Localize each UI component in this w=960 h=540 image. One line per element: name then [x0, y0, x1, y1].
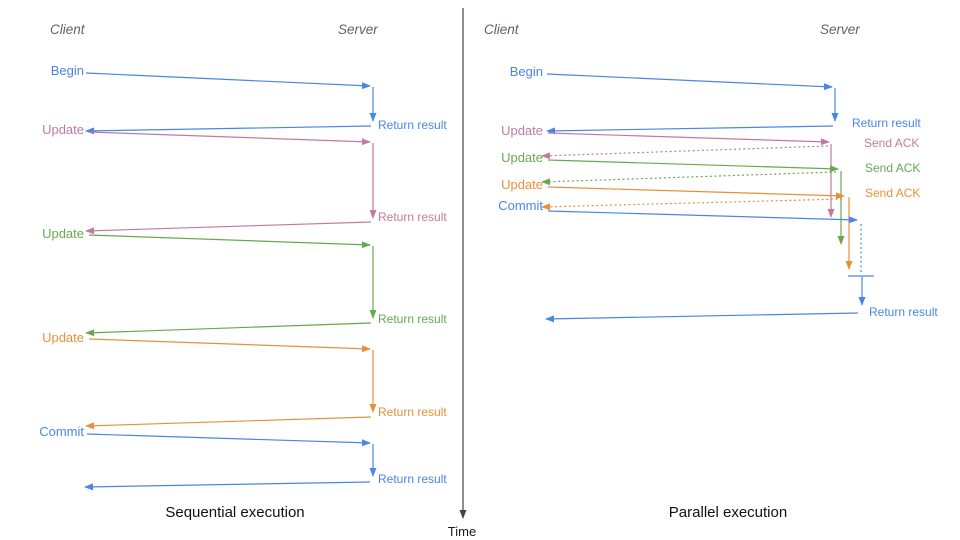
parallel-update-request-arrow: [547, 132, 830, 146]
parallel-update-request-arrow: [547, 186, 845, 200]
sequential-update-request-arrow: [88, 234, 371, 249]
sequential-begin-request-arrow: [85, 72, 371, 90]
sequential-update-response-label: Return result: [378, 210, 447, 224]
final-response-label: Return result: [869, 305, 938, 319]
sequential-update-response-arrow: [85, 416, 372, 430]
parallel-update-response-arrow: [541, 171, 837, 186]
sequential-update-response-label: Return result: [378, 312, 447, 326]
parallel-update-response-arrow: [541, 198, 843, 211]
sequential-commit-response-label: Return result: [378, 472, 447, 486]
sequential-commit-label: Commit: [39, 424, 84, 439]
parallel-commit-label: Commit: [498, 198, 543, 213]
parallel-update-label: Update: [501, 150, 543, 165]
parallel-title: Parallel execution: [668, 504, 788, 521]
sequential-update-request-arrow: [88, 131, 371, 146]
sequential-commit-response-arrow: [84, 481, 371, 491]
sequential-update-response-label: Return result: [378, 405, 447, 419]
parallel-update-label: Update: [501, 123, 543, 138]
parallel-commit-request-arrow: [547, 210, 858, 224]
sequential-update-response-arrow: [85, 221, 372, 235]
sequential-update-label: Update: [42, 226, 84, 241]
time-label: Time: [447, 524, 477, 539]
parallel-update-response-label: Send ACK: [865, 186, 920, 200]
sequential-begin-response-arrow: [85, 125, 372, 135]
sequential-begin-response-label: Return result: [378, 118, 447, 132]
sequential-update-request-arrow: [88, 338, 371, 353]
parallel-begin-label: Begin: [510, 64, 543, 79]
parallel-client-header: Client: [484, 22, 519, 37]
parallel-server-header: Server: [820, 22, 860, 37]
parallel-begin-response-label: Return result: [852, 116, 921, 130]
sequential-client-header: Client: [50, 22, 85, 37]
sequential-update-label: Update: [42, 122, 84, 137]
parallel-update-label: Update: [501, 177, 543, 192]
sequential-commit-request-arrow: [86, 433, 371, 447]
parallel-update-response-label: Send ACK: [864, 136, 919, 150]
sequential-server-header: Server: [338, 22, 378, 37]
final-response-arrow: [545, 312, 859, 323]
sequential-begin-label: Begin: [51, 63, 84, 78]
sequential-update-response-arrow: [85, 322, 372, 337]
sequential-update-label: Update: [42, 330, 84, 345]
parallel-update-response-arrow: [541, 145, 829, 160]
parallel-begin-request-arrow: [546, 73, 833, 91]
sequential-title: Sequential execution: [165, 504, 305, 521]
parallel-update-response-label: Send ACK: [865, 161, 920, 175]
parallel-begin-response-arrow: [546, 125, 834, 135]
parallel-update-request-arrow: [547, 159, 839, 173]
